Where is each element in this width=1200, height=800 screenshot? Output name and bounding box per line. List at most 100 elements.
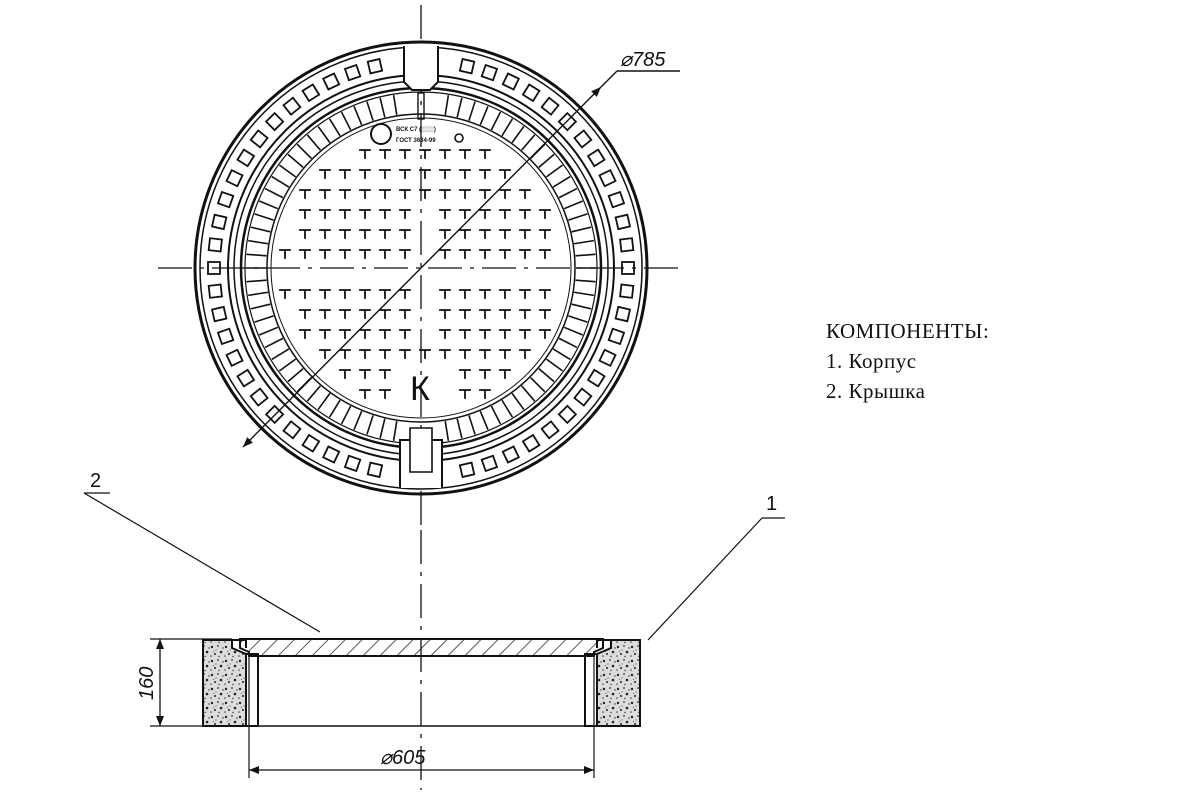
frame-pocket [282,420,302,440]
t-mark [319,349,331,359]
t-mark [539,209,551,219]
cover-rib [278,358,297,372]
frame-pocket [607,190,626,209]
top-lifting-notch [403,46,439,91]
t-mark [499,309,511,319]
t-mark [499,349,511,359]
callout-2-leader [83,492,321,633]
t-mark [539,309,551,319]
cover-rib [563,200,583,210]
frame-pocket [249,387,269,407]
t-mark [459,169,471,179]
cover-rib [490,405,502,425]
t-mark [399,149,411,159]
cover-rib [366,415,374,435]
cover-rib [340,111,352,131]
t-mark [399,349,411,359]
t-mark [319,229,331,239]
frame-pocket [621,261,635,275]
section-view: 160 ⌀605 2 1 [83,470,785,790]
cover-rib [353,106,363,126]
t-mark [499,369,511,379]
t-mark [299,309,311,319]
frame-pocket [366,57,384,75]
frame-pocket [480,454,499,473]
t-mark [339,189,351,199]
cover-rib [571,226,592,233]
frame-pocket [249,129,269,149]
t-mark [479,169,491,179]
cover-rib [530,377,546,393]
t-mark [519,329,531,339]
cover-rib [353,410,363,430]
cover-rib [246,253,267,257]
cover-rib [575,253,596,257]
t-mark [319,309,331,319]
cover-rib [552,175,571,188]
frame-pocket [614,305,632,323]
frame-outer-ring [193,40,649,496]
cover-rib [545,164,564,178]
frame-pocket [573,129,593,149]
cover-rib [250,303,271,310]
t-mark [519,349,531,359]
cover-rib [317,392,331,411]
t-mark [359,149,371,159]
top-view-hatch-frame: ВСК С7 (░░░) ГОСТ 3634-99 К ⌀785 [158,5,685,530]
legend-title: КОМПОНЕНТЫ: [826,319,990,343]
t-mark [399,189,411,199]
cover-rib [468,101,476,121]
frame-pocket [301,83,321,103]
t-mark [499,169,511,179]
frame-pocket [501,445,521,464]
cover-rib [340,405,352,425]
frame-pocket [321,445,341,464]
frame-pocket [501,72,521,91]
t-mark [459,249,471,259]
opening-605-label: ⌀605 [380,747,426,769]
t-mark [379,309,391,319]
cover-rib [366,101,374,121]
cover-rib [479,410,489,430]
t-mark [439,329,451,339]
frame-pocket [480,63,499,82]
cover-rib [490,111,502,131]
cover-rib [521,134,536,151]
t-mark [359,309,371,319]
cover-rib [271,348,290,361]
t-mark [379,209,391,219]
t-mark [359,249,371,259]
cover-rib [501,399,514,418]
cast-marking-line-2: ГОСТ 3634-99 [396,138,436,144]
t-mark [479,249,491,259]
t-mark [359,229,371,239]
t-mark [459,349,471,359]
cover-rib [379,418,386,439]
cover-rib [379,97,386,118]
cover-rib [259,200,279,210]
t-mark [379,389,391,399]
cast-marking-line-1: ВСК С7 (░░░) [396,126,436,133]
t-mark [439,189,451,199]
cover-rib [444,420,450,441]
t-mark [379,149,391,159]
cover-rib [317,125,331,144]
t-mark [439,249,451,259]
cover-rib [479,106,489,126]
t-mark [519,209,531,219]
t-mark [379,189,391,199]
t-mark [319,289,331,299]
frame-pocket [321,72,341,91]
t-mark [439,169,451,179]
height-160-label: 160 [136,667,158,700]
t-mark [479,389,491,399]
t-mark [479,309,491,319]
cover-rib [501,118,514,137]
t-mark [339,249,351,259]
t-mark [439,209,451,219]
cover-rib [444,95,450,116]
t-mark [439,349,451,359]
cover-rib [545,358,564,372]
bottom-notch-inner [409,427,433,473]
